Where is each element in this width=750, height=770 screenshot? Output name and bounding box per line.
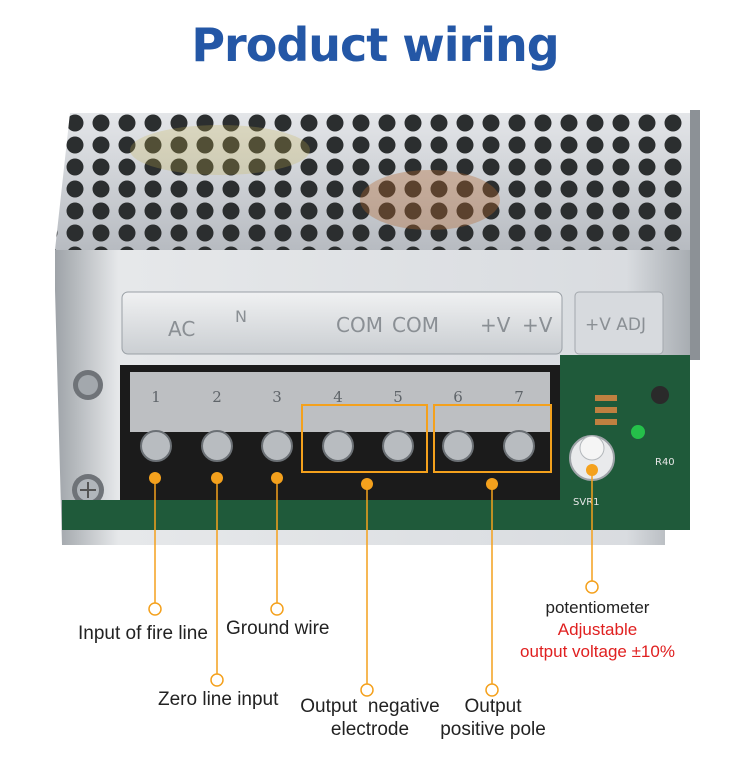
label-ground-wire: Ground wire <box>226 618 330 639</box>
label-output-positive-line2: positive pole <box>440 719 546 740</box>
terminal-number-6: 6 <box>453 388 463 406</box>
positive-output-highlight-box <box>433 404 552 473</box>
callout-dot-potentiometer <box>586 464 598 476</box>
cover-marking-com-2: COM <box>392 313 439 337</box>
label-output-voltage: output voltage ±10% <box>520 642 675 661</box>
callout-dot-negative <box>361 478 373 490</box>
terminal-cover <box>121 291 664 355</box>
cover-marking-v-2: +V <box>522 313 553 337</box>
terminal-number-2: 2 <box>212 388 222 406</box>
page-title: Product wiring <box>191 18 559 72</box>
callout-ring-positive <box>485 683 499 697</box>
callout-ring-ground <box>270 602 284 616</box>
terminal-number-3: 3 <box>272 388 282 406</box>
ground-screw <box>72 370 104 506</box>
label-output-positive: Output positive pole <box>432 695 554 741</box>
callout-dot-ground <box>271 472 283 484</box>
callout-ring-fire <box>148 602 162 616</box>
potentiometer-knob <box>569 435 615 481</box>
terminal-number-1: 1 <box>151 388 161 406</box>
label-adjustable: Adjustable <box>557 620 638 639</box>
terminal-number-7: 7 <box>514 388 524 406</box>
terminal-number-5: 5 <box>393 388 403 406</box>
label-potentiometer: potentiometer <box>545 598 650 617</box>
cover-marking-ac: AC <box>168 317 195 341</box>
label-output-positive-line1: Output <box>464 696 522 717</box>
terminal-screws <box>140 430 535 462</box>
label-potentiometer-group: potentiometer Adjustable output voltage … <box>495 597 700 663</box>
board-marking-svr1: SVR1 <box>573 497 600 508</box>
terminal-number-4: 4 <box>333 388 343 406</box>
cover-marking-n: N <box>235 307 247 326</box>
callout-ring-negative <box>360 683 374 697</box>
cover-marking-v-1: +V <box>480 313 511 337</box>
board-marking-r40: R40 <box>655 457 675 468</box>
label-output-negative-line1: Output negative <box>300 696 440 717</box>
perforated-top-panel <box>55 113 690 250</box>
label-zero-line: Zero line input <box>158 689 279 710</box>
label-output-negative-line2: electrode <box>330 719 410 740</box>
cover-marking-com-1: COM <box>336 313 383 337</box>
callout-dot-zero <box>211 472 223 484</box>
callout-dot-fire <box>149 472 161 484</box>
callout-dot-positive <box>486 478 498 490</box>
adj-marking: +V ADJ <box>585 315 646 335</box>
callout-ring-zero <box>210 673 224 687</box>
label-output-negative: Output negative electrode <box>295 695 445 741</box>
callout-ring-potentiometer <box>585 580 599 594</box>
label-fire-line: Input of fire line <box>78 623 208 644</box>
negative-output-highlight-box <box>301 404 428 473</box>
callout-lines <box>154 470 593 684</box>
